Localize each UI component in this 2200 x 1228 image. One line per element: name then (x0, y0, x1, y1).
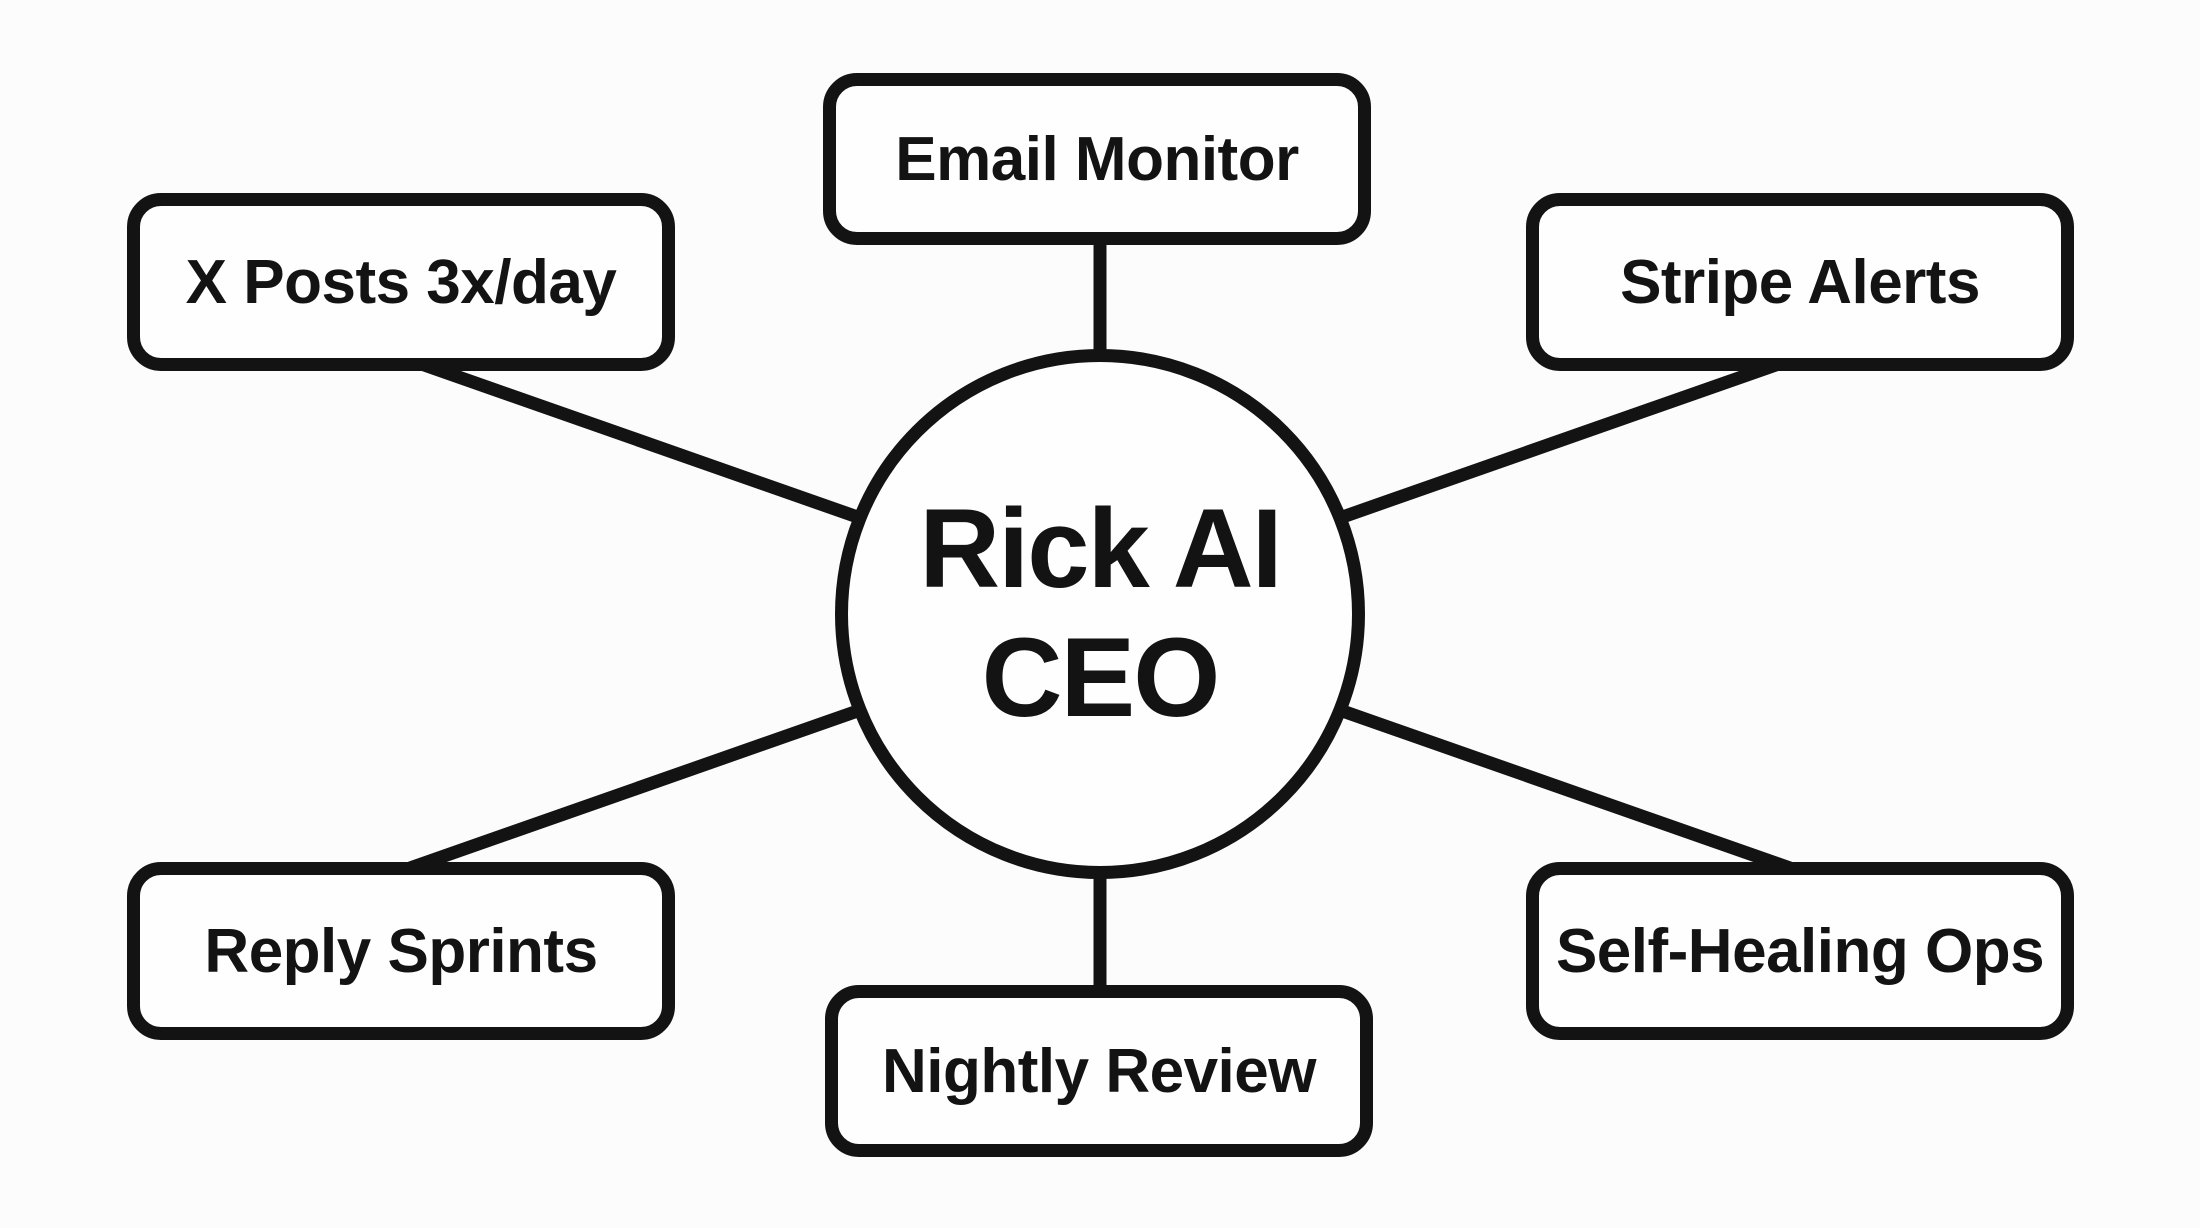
node-reply-sprints-label: Reply Sprints (204, 916, 598, 986)
node-email-monitor-label: Email Monitor (895, 124, 1299, 194)
center-node-label-line1: Rick AI (919, 486, 1283, 612)
center-node-label-line2: CEO (981, 615, 1221, 740)
node-email-monitor: Email Monitor (823, 73, 1371, 245)
node-self-healing-ops-label: Self-Healing Ops (1555, 916, 2045, 986)
node-stripe-alerts: Stripe Alerts (1526, 193, 2074, 371)
node-x-posts-label: X Posts 3x/day (185, 247, 617, 317)
node-x-posts: X Posts 3x/day (127, 193, 675, 371)
center-node-rick-ai-ceo: Rick AI CEO (835, 349, 1365, 879)
node-nightly-review: Nightly Review (825, 985, 1373, 1157)
node-stripe-alerts-label: Stripe Alerts (1620, 247, 1980, 317)
node-reply-sprints: Reply Sprints (127, 862, 675, 1040)
node-nightly-review-label: Nightly Review (882, 1036, 1317, 1106)
node-self-healing-ops: Self-Healing Ops (1526, 862, 2074, 1040)
